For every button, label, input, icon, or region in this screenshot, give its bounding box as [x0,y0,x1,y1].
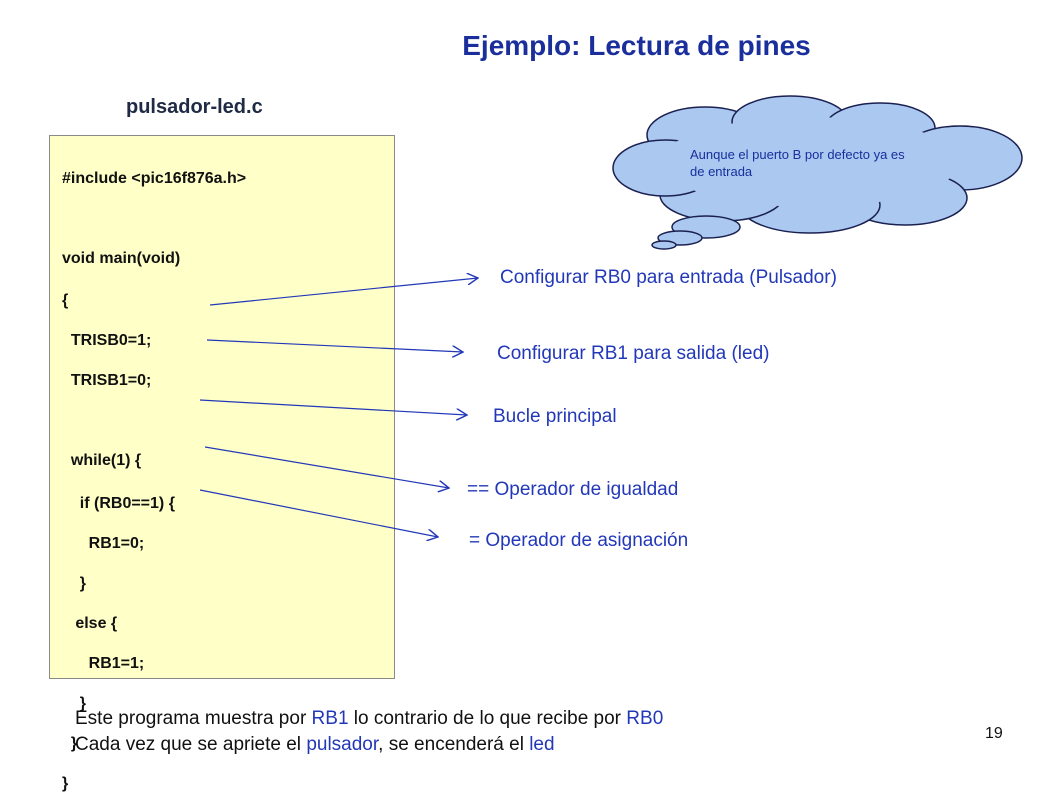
code-line-close-else: } [62,695,87,712]
code-line-while: while(1) { [62,452,142,469]
code-line-close-main: } [62,775,69,792]
code-box [49,135,395,679]
arrow-assignment [199,489,438,537]
code-line-open-brace: { [62,292,69,309]
annotation-equality-operator: == Operador de igualdad [467,479,679,500]
cloud-note-text: Aunque el puerto B por defecto ya es de … [690,147,905,179]
arrow-while [199,399,467,415]
footer-line-1-rb0: RB0 [626,708,664,729]
slide-title: Ejemplo: Lectura de pines [462,30,811,61]
code-line-else: else { [62,615,118,632]
arrow-trisb1 [206,339,463,352]
footer-line-2-led: led [529,734,555,755]
arrow-trisb0 [209,278,478,306]
annotation-config-rb1: Configurar RB1 para salida (led) [497,343,770,364]
footer-line-2-pulsador: pulsador [306,734,379,755]
code-line-rb1-zero: RB1=0; [62,535,145,552]
code-line-main: void main(void) [62,250,181,267]
page-number: 19 [985,725,1003,742]
code-line-close-if: } [62,575,87,592]
code-line-if: if (RB0==1) { [62,495,175,512]
arrow-equality [204,446,449,488]
footer-line-1: Este programa muestra por RB1 lo contrar… [75,708,663,730]
thought-cloud [612,95,1023,250]
code-line-rb1-one: RB1=1; [62,655,145,672]
footer-line-1-text-a: Este programa muestra por [75,708,312,729]
annotation-assignment-operator: = Operador de asignación [469,530,689,551]
code-line-trisb1: TRISB1=0; [62,372,152,389]
code-line-trisb0: TRISB0=1; [62,332,152,349]
footer-line-2-text-a: Cada vez que se apriete el [75,734,307,755]
annotation-config-rb0: Configurar RB0 para entrada (Pulsador) [500,267,837,288]
footer-line-1-rb1: RB1 [311,708,349,729]
annotation-arrows [199,278,478,537]
footer-line-2-text-c: , se encenderá el [378,734,530,755]
code-line-include: #include <pic16f876a.h> [62,170,247,187]
file-name-label: pulsador-led.c [126,96,263,118]
code-line-close-while: } [62,735,78,752]
footer-line-2: Cada vez que se apriete el pulsador, se … [75,734,555,756]
footer-line-1-text-c: lo contrario de lo que recibe por [348,708,627,729]
annotation-main-loop: Bucle principal [493,406,617,427]
